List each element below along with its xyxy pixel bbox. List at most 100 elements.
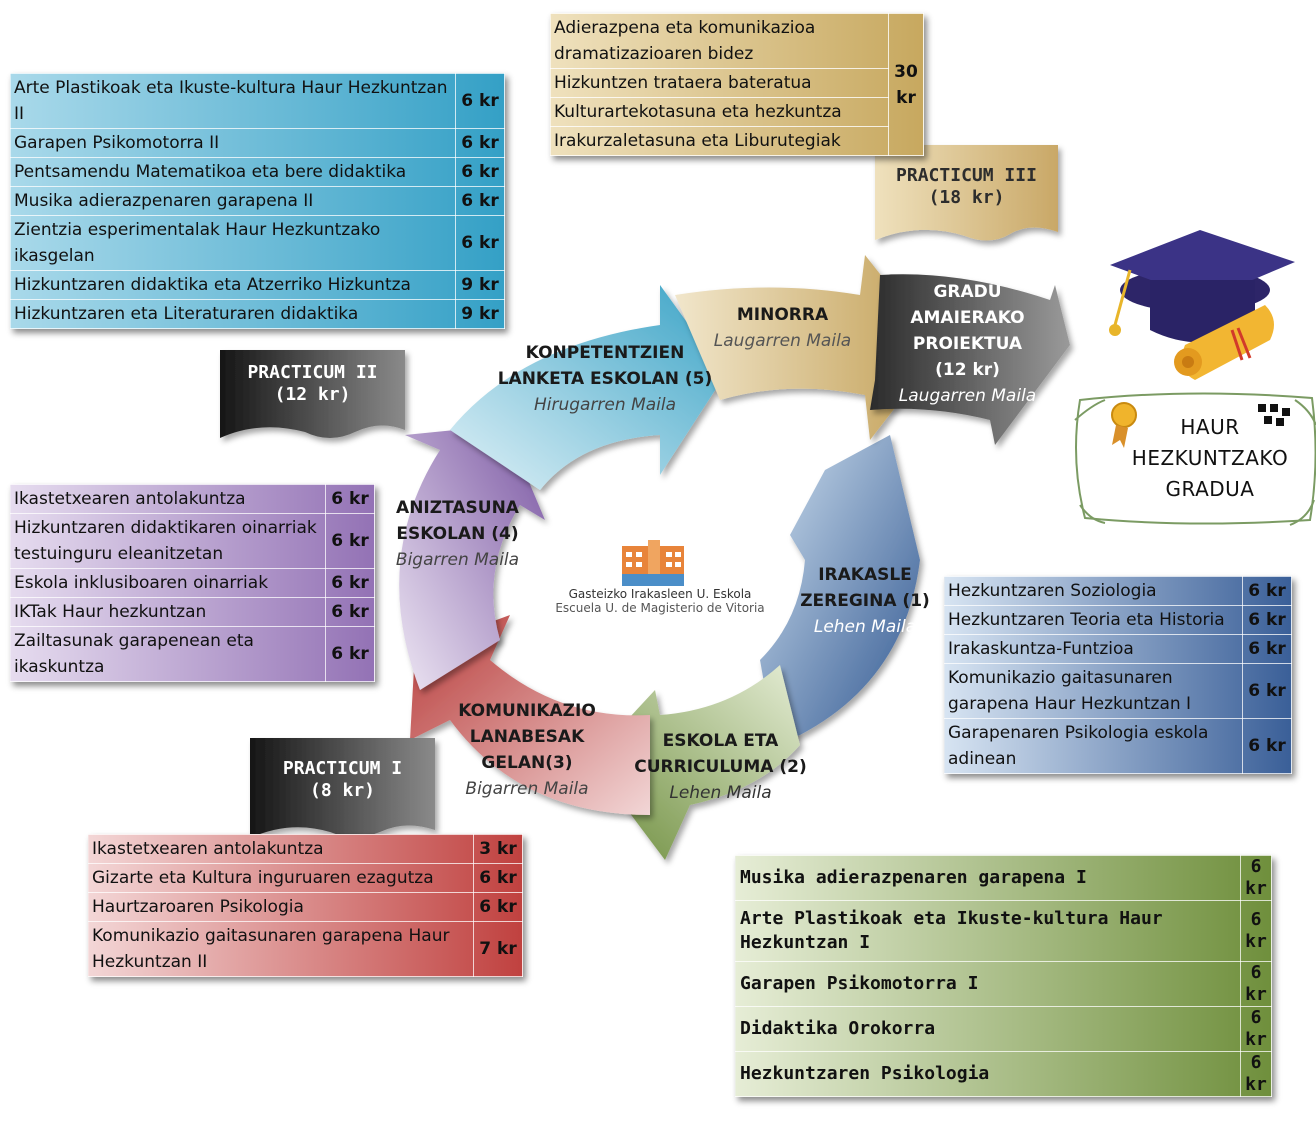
diploma-icon	[1174, 305, 1274, 380]
course-credits: 6 kr	[325, 626, 375, 682]
practicum3-credits: (18 kr)	[928, 187, 1005, 208]
degree-line: HEZKUNTZAKO	[1131, 446, 1289, 470]
course-name: Pentsamendu Matematikoa eta bere didakti…	[10, 157, 456, 187]
stage-subtitle: Hirugarren Maila	[533, 395, 677, 415]
credits-unit: kr	[1245, 931, 1267, 952]
arrow-komunikazio	[410, 615, 650, 815]
course-name: Musika adierazpenaren garapena I	[735, 855, 1241, 901]
course-credits: 6 kr	[455, 73, 505, 129]
course-credits: 6 kr	[455, 128, 505, 158]
stage-gradu-label: GRADU AMAIERAKO PROIEKTUA (12 kr) Laugar…	[885, 279, 1050, 409]
center-circle	[522, 449, 798, 725]
stage-irakasle-label: IRAKASLE ZEREGINA (1) Lehen Maila	[790, 562, 940, 640]
course-credits: 6 kr	[473, 863, 523, 893]
stage-title: IRAKASLE	[818, 565, 912, 585]
arrow-irakasle	[760, 435, 920, 745]
stage-title: LANKETA ESKOLAN (5)	[497, 369, 713, 389]
credits-unit: kr	[1245, 984, 1267, 1005]
course-credits: 6 kr	[1242, 605, 1292, 635]
course-credits: 6 kr	[1242, 634, 1292, 664]
university-logo-icon	[1258, 404, 1290, 426]
course-name: Hezkuntzaren Teoria eta Historia	[944, 605, 1243, 635]
course-name: Gizarte eta Kultura inguruaren ezagutza	[88, 863, 474, 893]
course-credits: 9 kr	[455, 270, 505, 300]
practicum1-label: PRACTICUM I (8 kr)	[250, 758, 435, 802]
stage-credits: (12 kr)	[935, 360, 1000, 380]
practicum1-tab	[250, 738, 435, 838]
arrow-konpetentzien	[450, 285, 725, 490]
award-ribbon-icon	[1111, 402, 1137, 448]
course-name: Didaktika Orokorra	[735, 1006, 1241, 1052]
stage-subtitle: Laugarren Maila	[713, 331, 852, 351]
school-name-basque: Gasteizko Irakasleen U. Eskola	[568, 587, 752, 601]
course-name: Hizkuntzaren didaktika eta Atzerriko Hiz…	[10, 270, 456, 300]
center-logo: Gasteizko Irakasleen U. Eskola Escuela U…	[545, 535, 775, 615]
course-credits: 6 kr	[1242, 576, 1292, 606]
credits-number: 6	[1250, 909, 1262, 930]
stage-title: LANABESAK	[469, 727, 585, 747]
course-name: Komunikazio gaitasunaren garapena Haur H…	[944, 663, 1243, 719]
practicum2-title: PRACTICUM II	[247, 362, 378, 383]
course-name: Ikastetxearen antolakuntza	[10, 484, 326, 514]
course-name: Haurtzaroaren Psikologia	[88, 892, 474, 922]
course-name: IKTak Haur hezkuntzan	[10, 597, 326, 627]
course-name: Arte Plastikoak eta Ikuste-kultura Haur …	[10, 73, 456, 129]
school-logo-icon	[622, 540, 684, 586]
stage-title: ZEREGINA (1)	[800, 591, 930, 611]
course-name: Irakurzaletasuna eta Liburutegiak	[550, 126, 889, 156]
degree-title: HAUR HEZKUNTZAKO GRADUA	[1105, 412, 1315, 505]
degree-frame	[1074, 392, 1316, 526]
stage-title: KONPETENTZIEN	[525, 343, 685, 363]
course-credits: 6 kr	[455, 215, 505, 271]
stage-title: ANIZTASUNA	[396, 498, 519, 518]
stage-eskola-label: ESKOLA ETA CURRICULUMA (2) Lehen Maila	[628, 728, 813, 806]
course-name: Garapen Psikomotorra II	[10, 128, 456, 158]
credits-number: 6	[1250, 1007, 1262, 1028]
course-name: Kulturartekotasuna eta hezkuntza	[550, 97, 889, 127]
course-table-year3: Arte Plastikoak eta Ikuste-kultura Haur …	[10, 73, 505, 329]
stage-title: CURRICULUMA (2)	[634, 757, 807, 777]
course-credits: 6 kr	[1242, 663, 1292, 719]
course-credits: 30 kr	[888, 13, 924, 156]
course-name: Hizkuntzaren eta Literaturaren didaktika	[10, 299, 456, 329]
course-name: Zailtasunak garapenean eta ikaskuntza	[10, 626, 326, 682]
credits-number: 6	[1250, 962, 1262, 983]
practicum1-credits: (8 kr)	[309, 780, 376, 801]
stage-subtitle: Laugarren Maila	[898, 386, 1037, 406]
course-name: Hezkuntzaren Soziologia	[944, 576, 1243, 606]
course-credits: 6 kr	[473, 892, 523, 922]
course-name: Ikastetxearen antolakuntza	[88, 834, 474, 864]
course-name: Garapenaren Psikologia eskola adinean	[944, 718, 1243, 774]
course-credits: 6 kr	[455, 186, 505, 216]
course-name: Arte Plastikoak eta Ikuste-kultura Haur …	[735, 900, 1241, 962]
stage-title: KOMUNIKAZIO	[458, 701, 596, 721]
course-name: Hezkuntzaren Psikologia	[735, 1051, 1241, 1097]
practicum2-credits: (12 kr)	[274, 384, 351, 405]
course-credits: 3 kr	[473, 834, 523, 864]
stage-title: GRADU	[933, 282, 1002, 302]
arrow-gradu	[870, 274, 1070, 445]
stage-title: MINORRA	[736, 305, 829, 325]
stage-title: GELAN(3)	[481, 753, 573, 773]
course-name: Irakaskuntza-Funtzioa	[944, 634, 1243, 664]
practicum1-title: PRACTICUM I	[282, 758, 403, 779]
course-credits: 6 kr	[325, 484, 375, 514]
stage-konpetentzien-label: KONPETENTZIEN LANKETA ESKOLAN (5) Hiruga…	[490, 340, 720, 418]
course-name: Zientzia esperimentalak Haur Hezkuntzako…	[10, 215, 456, 271]
stage-subtitle: Lehen Maila	[669, 783, 772, 803]
course-table-year4: Adierazpena eta komunikazioa dramatizazi…	[550, 13, 924, 156]
arrow-aniztasuna	[399, 425, 545, 690]
degree-line: HAUR	[1180, 415, 1240, 439]
course-credits: 6 kr	[325, 513, 375, 569]
stage-title: ESKOLAN (4)	[396, 524, 519, 544]
stage-subtitle: Lehen Maila	[813, 617, 917, 637]
credits-unit: kr	[1245, 1074, 1267, 1095]
